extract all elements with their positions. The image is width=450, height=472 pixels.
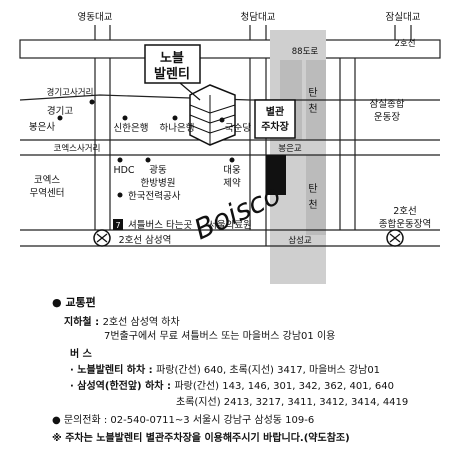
top-road <box>19 39 441 59</box>
bus1-row: · 노블발렌티 하차 : 파랑(간선) 640, 초록(지선) 3417, 마을… <box>70 365 381 376</box>
bus2-row-2: 초록(지선) 2413, 3217, 3411, 3412, 3414, 441… <box>176 397 409 408</box>
bus-label: 버 스 <box>70 349 92 360</box>
label-tancheon-top: 탄 <box>308 87 317 99</box>
label-annex: 별관 <box>266 105 285 118</box>
label-valenti: 발렌티 <box>154 66 190 82</box>
shuttle-number-badge <box>113 219 123 230</box>
noble-valenti-callout <box>144 44 201 84</box>
label-bongeun-temple: 봉은사 <box>29 122 55 133</box>
annex-parking-block <box>266 155 286 195</box>
label-gukdong: 국순당 <box>225 123 251 134</box>
label-kepco: 한국전력공사 <box>128 190 181 202</box>
annex-parking-callout <box>254 99 296 139</box>
subway-icon <box>386 229 404 247</box>
label-shuttle-stop: 셔틀버스 타는곳 <box>128 220 192 231</box>
label-pharma: 제약 <box>223 177 241 189</box>
label-daewoong: 대웅 <box>223 165 241 176</box>
label-shuttle-number: 7 <box>115 221 120 230</box>
label-tancheon-top2: 천 <box>308 103 317 115</box>
bus2-row: · 삼성역(한전앞) 하차 : 파랑(간선) 143, 146, 301, 34… <box>70 381 395 392</box>
label-gyeonggi-high: 경기고 <box>47 105 73 117</box>
landmark-dots <box>57 99 235 198</box>
label-trade-center: 무역센터 <box>30 188 65 199</box>
label-seoul-medical: 서울의료원 <box>208 220 252 231</box>
label-hana-bank: 하나은행 <box>160 122 195 134</box>
label-gyeonggi-crossroad: 경기고사거리 <box>47 87 94 98</box>
label-bongeun-bridge: 봉은교 <box>278 144 302 154</box>
phone-row: ● 문의전화 : 02-540-0711~3 서울시 강남구 삼성동 109-6 <box>52 415 315 426</box>
label-jamsil-bridge: 잠실대교 <box>386 12 421 23</box>
subway-row-2: 7번출구에서 무료 셔틀버스 또는 마을버스 강남01 이용 <box>104 331 336 342</box>
label-line2-right: 2호선 <box>393 206 417 217</box>
label-stadium: 운동장 <box>374 112 400 123</box>
label-oriental-hospital: 한방병원 <box>141 178 176 189</box>
label-shinhan-bank: 신한은행 <box>114 122 149 134</box>
label-tancheon-bottom2: 천 <box>308 199 317 211</box>
label-noble: 노블 <box>160 51 184 66</box>
parking-note: ※ 주차는 노블발렌티 별관주차장을 이용해주시기 바랍니다.(약도참조) <box>52 433 350 444</box>
label-tancheon-bottom: 탄 <box>308 183 317 195</box>
label-cheongdam-bridge: 청담대교 <box>241 11 276 23</box>
label-hdc: HDC <box>113 165 134 176</box>
label-kwangdong: 광동 <box>149 164 167 176</box>
label-88-road: 88도로 <box>292 47 319 57</box>
label-samseong-bridge: 삼성교 <box>288 235 312 246</box>
label-yeongdong-bridge: 영동대교 <box>78 12 113 23</box>
label-sports-complex: 종합운동장역 <box>379 219 431 230</box>
subway-icon <box>93 229 111 247</box>
label-parking: 주차장 <box>261 120 289 133</box>
traffic-heading: ● 교통편 <box>52 296 96 309</box>
subway-row: 지하철 : 2호선 삼성역 하차 <box>64 317 180 328</box>
label-samseong-station: 2호선 삼성역 <box>119 235 172 246</box>
building-icon <box>189 84 236 146</box>
label-coex-crossroad: 코엑스사거리 <box>54 143 101 154</box>
label-line2-top: 2호선 <box>394 39 415 49</box>
label-coex: 코엑스 <box>34 174 60 186</box>
location-map: 영동대교 청담대교 잠실대교 88도로 2호선 경기고사거리 경기고 봉은사 신… <box>19 11 441 284</box>
label-jamsil-stadium: 잠실종합 <box>370 99 405 110</box>
info-panel: ● 교통편 지하철 : 2호선 삼성역 하차 7번출구에서 무료 셔틀버스 또는… <box>0 290 450 472</box>
